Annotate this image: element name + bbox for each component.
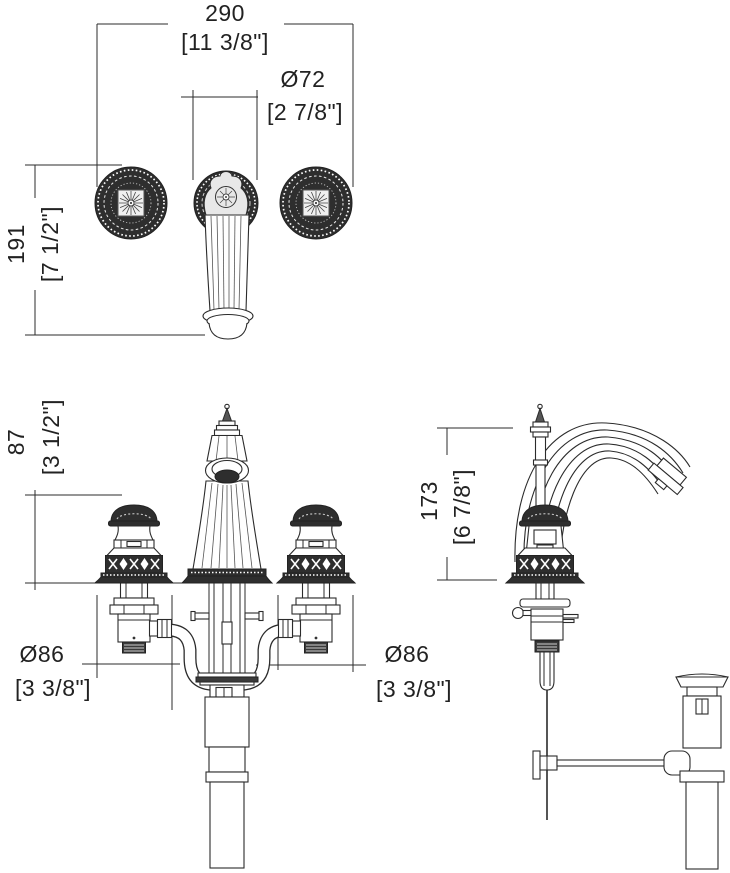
spout-aerator [647,457,688,496]
popup-drain-side [675,673,729,870]
view-widespread-front: 87 [3 1/2"] Ø86 [3 3/8"] Ø86 [3 3/8"] [3,399,452,869]
dim-290-mm: 290 [205,0,245,26]
popup-linkage [532,750,691,780]
lift-rod-finial [529,403,552,508]
dim-86L-inch: [3 3/8"] [15,675,91,701]
dim-86R-inch: [3 3/8"] [376,676,452,702]
view-widespread-side: 173 [6 7/8"] [416,403,729,870]
dimension-handle-height-87: 87 [3 1/2"] [3,399,183,590]
center-spout-front [180,403,274,584]
dim-86L-mm: Ø86 [20,641,65,667]
right-cross-handle-top-view [279,166,353,240]
dimension-height-191: 191 [7 1/2"] [3,164,205,336]
spout-screw-hub [215,186,237,208]
dimension-rosette-72: Ø72 [2 7/8"] [181,66,343,180]
right-valve-assembly [277,582,341,654]
dim-191-inch: [7 1/2"] [37,206,63,282]
dimension-spread-290: 290 [11 3/8"] [96,0,354,187]
dimension-left-base-86: Ø86 [3 3/8"] [15,595,180,710]
dimension-right-base-86: Ø86 [3 3/8"] [256,595,452,702]
left-valve-assembly [109,582,173,654]
dim-87-mm: 87 [3,429,29,456]
wall-spout-front [202,171,254,340]
dim-72-mm: Ø72 [281,66,326,92]
dim-87-inch: [3 1/2"] [38,399,64,475]
dim-290-inch: [11 3/8"] [181,29,269,55]
right-handle-front-view [277,505,355,583]
dim-72-inch: [2 7/8"] [267,99,343,125]
left-handle-front-view [95,505,173,583]
center-shank-and-drain [190,583,264,869]
dim-173-mm: 173 [416,481,442,521]
dim-86R-mm: Ø86 [385,641,430,667]
side-valve-and-tailpiece [511,582,579,820]
dimension-height-173: 173 [6 7/8"] [416,427,513,581]
view-wall-mount-front: 290 [11 3/8"] Ø72 [2 7/8"] 191 [7 1/2"] [3,0,354,340]
dim-173-inch: [6 7/8"] [449,469,475,545]
left-cross-handle-top-view [94,166,168,240]
dim-191-mm: 191 [3,224,29,264]
